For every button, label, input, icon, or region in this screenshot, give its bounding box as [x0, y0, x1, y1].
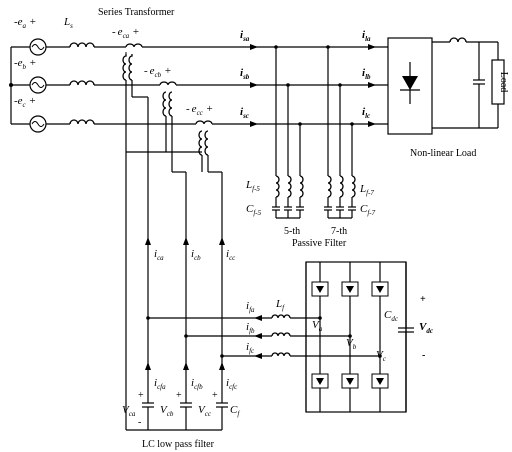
lf7-label: Lf-7 — [359, 183, 374, 197]
vcb-plus: + — [176, 390, 182, 401]
ila-label: ila — [362, 29, 371, 43]
icfa-label: icfa — [154, 377, 166, 391]
eca-label: -eca+ — [112, 26, 140, 40]
lf5-label: Lf-5 — [245, 179, 260, 193]
icb-label: icb — [191, 248, 201, 262]
fifth-harmonic-label: 5-th — [284, 226, 300, 237]
vca-minus: - — [138, 417, 141, 428]
lc-filter-caption: LC low pass filter — [142, 439, 215, 450]
cf-label: Cf — [230, 404, 240, 418]
isa-label: isa — [240, 29, 250, 43]
cf5-label: Cf-5 — [246, 203, 262, 217]
line-inductors — [69, 42, 95, 125]
icfc-label: icfc — [226, 377, 238, 391]
non-linear-load-caption: Non-linear Load — [410, 148, 476, 159]
passive-filter-caption: Passive Filter — [292, 238, 347, 249]
vdc-label: Vdc — [419, 321, 433, 335]
cdc-label: Cdc — [384, 309, 399, 323]
lf-label: Lf — [275, 298, 285, 312]
series-transformer-b — [159, 81, 260, 172]
ecc-label: -ecc+ — [186, 103, 213, 117]
lower-switches — [311, 373, 389, 389]
ifc-label: ifc — [246, 341, 255, 355]
ls-label: Ls — [63, 16, 73, 30]
series-transformer-a — [122, 43, 260, 152]
vdc-plus: + — [420, 294, 426, 305]
vca-label: Vca — [122, 404, 136, 418]
ilb-label: ilb — [362, 67, 371, 81]
ilc-label: ilc — [362, 106, 370, 120]
vca-plus: + — [138, 390, 144, 401]
source-phase-c — [29, 115, 70, 133]
ecb-label: -ecb+ — [144, 65, 172, 79]
lc-filter-capacitors — [125, 362, 228, 431]
cf7-label: Cf-7 — [360, 203, 376, 217]
load-label: Load — [498, 72, 509, 93]
series-transformer-c — [195, 120, 260, 172]
rectifier-block — [387, 37, 498, 135]
series-transformer-title: Series Transformer — [98, 7, 175, 18]
icc-label: icc — [226, 248, 236, 262]
source-phase-b — [29, 76, 70, 94]
vcb-label: Vcb — [160, 404, 174, 418]
current-arrows — [250, 44, 376, 127]
source-a-label: -ea+ — [14, 16, 36, 30]
voltage-source-inverter — [305, 261, 407, 413]
isc-label: isc — [240, 106, 249, 120]
source-b-label: -eb+ — [14, 57, 36, 71]
vcc-label: Vcc — [198, 404, 212, 418]
ica-label: ica — [154, 248, 164, 262]
vb-label: Vb — [346, 337, 357, 351]
va-label: Va — [312, 319, 323, 333]
dc-link-capacitor — [398, 262, 414, 412]
passive-filter — [272, 45, 356, 219]
filter-inductor-lines — [146, 314, 380, 359]
vcc-plus: + — [212, 390, 218, 401]
upper-switches — [311, 281, 389, 297]
source-neutral-bus — [9, 46, 30, 125]
source-phase-a — [29, 38, 70, 56]
icfb-label: icfb — [191, 377, 203, 391]
seventh-harmonic-label: 7-th — [331, 226, 347, 237]
ifb-label: ifb — [246, 321, 255, 335]
compensation-lines — [125, 96, 225, 403]
ifa-label: ifa — [246, 300, 255, 314]
vdc-minus: - — [422, 350, 425, 361]
load-box: Load — [491, 42, 509, 128]
source-c-label: -ec+ — [14, 95, 36, 109]
isb-label: isb — [240, 67, 250, 81]
